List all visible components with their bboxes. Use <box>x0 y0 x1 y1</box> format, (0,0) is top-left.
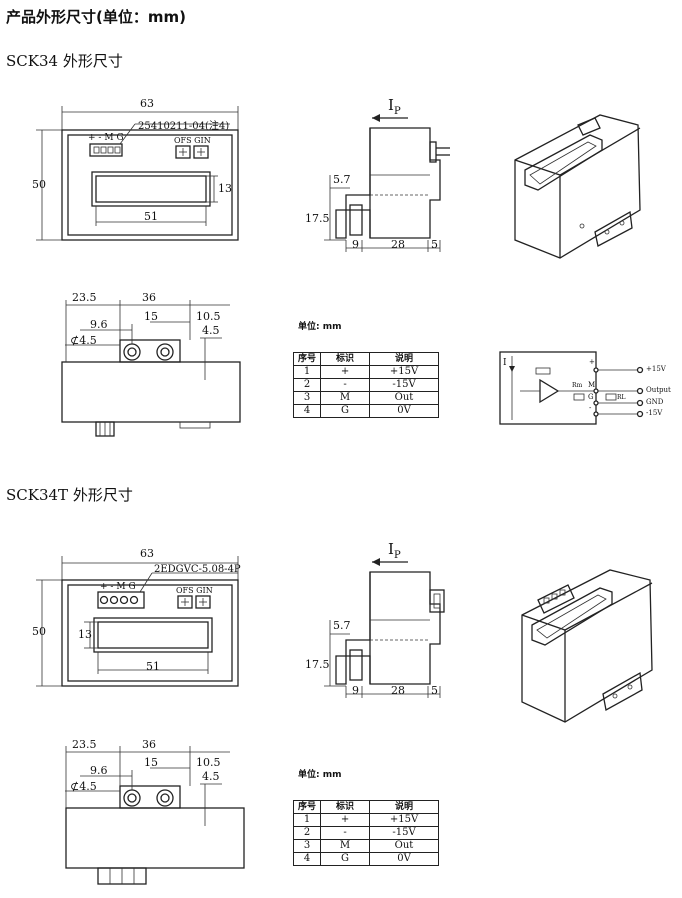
dim-bot-c: 10.5 <box>196 310 221 323</box>
dim-bot-a-2: 23.5 <box>72 738 97 751</box>
connector-label-2: 2EDGVC-5.08-4P <box>154 564 241 575</box>
dim-bot-a: 23.5 <box>72 291 97 304</box>
trim-labels: OFS GIN <box>174 136 211 145</box>
dim-bot-hole-2: ⊄4.5 <box>70 780 97 793</box>
dim-bot-e: 15 <box>144 310 158 323</box>
dim-side-b-2: 17.5 <box>305 658 330 671</box>
current-label: IP <box>388 96 401 117</box>
dim-height-2: 50 <box>32 625 46 638</box>
sch-left-label: I <box>503 358 507 368</box>
section-title-sck34t: SCK34T 外形尺寸 <box>6 486 133 504</box>
dim-width-2: 63 <box>140 547 154 560</box>
dim-side-c-2: 9 <box>352 684 359 697</box>
sch-rm: Rm <box>572 382 583 389</box>
dim-side-d: 28 <box>391 238 405 251</box>
dim-bot-b: 36 <box>142 291 156 304</box>
dim-height: 50 <box>32 178 46 191</box>
dim-bot-d-2: 9.6 <box>90 764 108 777</box>
sch-rl: RL <box>617 394 626 401</box>
sch-label-3: GND <box>646 398 664 406</box>
dim-side-b: 17.5 <box>305 212 330 225</box>
dim-side-e-2: 5 <box>431 684 438 697</box>
terminal-labels-2: + - M G <box>100 582 136 592</box>
dim-bot-b-2: 36 <box>142 738 156 751</box>
sch-pin-1: + <box>589 358 595 366</box>
sch-label-2: Output <box>646 386 671 394</box>
dim-bot-f: 4.5 <box>202 324 220 337</box>
dim-side-d-2: 28 <box>391 684 405 697</box>
sch-pin-4: - <box>589 404 592 412</box>
sch-label-1: +15V <box>646 365 666 373</box>
connector-label: 25410211-04(注4) <box>138 121 230 132</box>
dim-bot-hole: ⊄4.5 <box>70 334 97 347</box>
dim-side-a: 5.7 <box>333 173 351 186</box>
terminal-labels: + - M G <box>88 133 124 143</box>
current-label-2: IP <box>388 540 401 561</box>
sch-label-4: -15V <box>646 409 663 417</box>
dim-window-w: 51 <box>144 210 158 223</box>
sch-pin-2: M <box>588 381 596 389</box>
dim-width: 63 <box>140 97 154 110</box>
dim-bot-f-2: 4.5 <box>202 770 220 783</box>
dim-window-h: 13 <box>218 182 232 195</box>
dim-window-w-2: 51 <box>146 660 160 673</box>
dim-side-e: 5 <box>431 238 438 251</box>
dim-side-c: 9 <box>352 238 359 251</box>
dim-window-h-2: 13 <box>78 628 92 641</box>
dim-bot-e-2: 15 <box>144 756 158 769</box>
sch-pin-3: G <box>588 393 594 401</box>
dim-side-a-2: 5.7 <box>333 619 351 632</box>
page-title: 产品外形尺寸(单位：mm) <box>6 8 186 26</box>
dim-bot-c-2: 10.5 <box>196 756 221 769</box>
unit-label-2: 单位: mm <box>298 770 342 780</box>
trim-labels-2: OFS GIN <box>176 586 213 595</box>
dim-bot-d: 9.6 <box>90 318 108 331</box>
unit-label: 单位: mm <box>298 322 342 332</box>
section-title-sck34: SCK34 外形尺寸 <box>6 52 123 70</box>
